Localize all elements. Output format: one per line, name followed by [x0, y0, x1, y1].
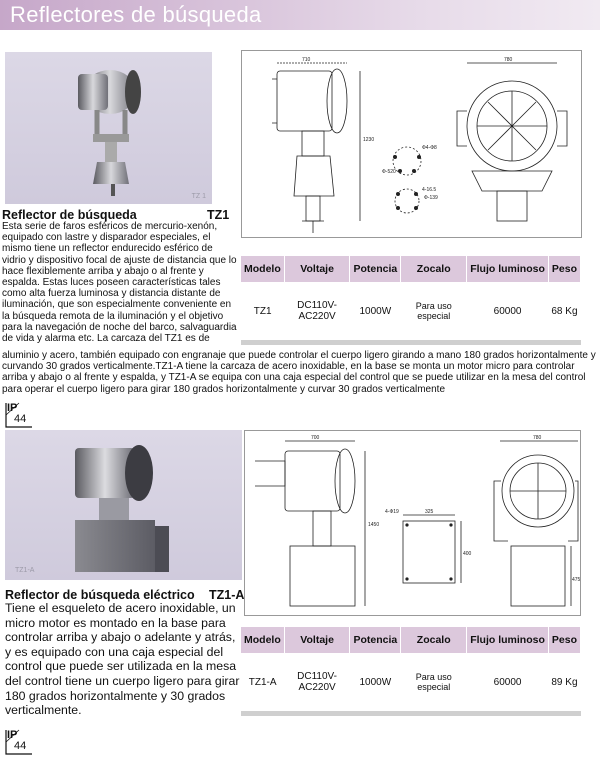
searchlight-photo-illustration [75, 445, 169, 572]
dim-top-front: 780 [533, 435, 542, 441]
dim-b: 325 [425, 509, 434, 515]
ip-rating-badge: IP 44 [5, 729, 33, 755]
ip-rating-badge: IP 44 [5, 402, 33, 428]
product-code: TZ1 [207, 208, 230, 222]
ip-label: IP [7, 729, 18, 741]
ip-value: 44 [14, 413, 27, 425]
col-modelo: Modelo [241, 627, 285, 653]
cell-modelo: TZ1 [241, 282, 285, 340]
dim-d: 475 [572, 577, 580, 583]
col-peso: Peso [548, 256, 582, 282]
col-flujo: Flujo luminoso [466, 256, 549, 282]
cell-zocalo: Para uso especial [400, 282, 467, 340]
technical-drawing-tz1: 710 780 1230 Ф4-Ф8 Ф-520 4-16.5 Ф-139 [241, 50, 582, 238]
dim-a: 4-Ф19 [385, 509, 399, 515]
ip-label: IP [7, 402, 18, 414]
cell-modelo: TZ1-A [241, 653, 285, 711]
dimension-drawing: 710 780 1230 Ф4-Ф8 Ф-520 4-16.5 Ф-139 [272, 57, 568, 233]
cell-flujo: 60000 [466, 282, 549, 340]
product-description-wrapped: Esta serie de faros esféricos de mercuri… [2, 221, 237, 345]
ip-badge-frame [5, 402, 32, 428]
cell-potencia: 1000W [349, 653, 401, 711]
technical-drawing-tz1a: 700 780 1450 4-Ф19 325 400 475 [244, 430, 581, 616]
dim-w1: Ф4-Ф8 [422, 145, 437, 151]
cell-zocalo: Para uso especial [400, 653, 467, 711]
product-photo-tz1: TZ 1 [5, 52, 212, 204]
product-description: Tiene el esqueleto de acero inoxidable, … [5, 601, 240, 718]
cell-flujo: 60000 [466, 653, 549, 711]
cell-potencia: 1000W [349, 282, 401, 340]
col-zocalo: Zocalo [400, 627, 468, 653]
ip-value: 44 [14, 740, 27, 752]
col-voltaje: Voltaje [284, 627, 351, 653]
col-zocalo: Zocalo [400, 256, 468, 282]
spec-table-tz1a: Modelo Voltaje Potencia Zocalo Flujo lum… [241, 627, 582, 716]
col-flujo: Flujo luminoso [466, 627, 549, 653]
dim-top-side: 700 [311, 435, 320, 441]
photo-label: TZ1-A [15, 567, 35, 574]
spec-header-row: Modelo Voltaje Potencia Zocalo Flujo lum… [241, 256, 582, 282]
dimension-drawing: 700 780 1450 4-Ф19 325 400 475 [255, 435, 581, 607]
cell-voltaje: DC110V-AC220V [284, 282, 350, 340]
cell-peso: 89 Kg [548, 653, 581, 711]
product-code: TZ1-A [209, 588, 245, 602]
searchlight-photo-illustration [78, 70, 141, 196]
dim-height: 1230 [363, 137, 374, 143]
product-description-full: aluminio y acero, también equipado con e… [2, 350, 596, 395]
page-title: Reflectores de búsqueda [10, 2, 262, 27]
photo-label: TZ 1 [191, 193, 206, 200]
spec-table-tz1: Modelo Voltaje Potencia Zocalo Flujo lum… [241, 256, 582, 345]
spec-header-row: Modelo Voltaje Potencia Zocalo Flujo lum… [241, 627, 582, 653]
dim-top-side: 710 [302, 57, 311, 63]
col-potencia: Potencia [349, 256, 402, 282]
dim-w2: Ф-520 [382, 169, 396, 175]
product-title: Reflector de búsqueda eléctrico [5, 588, 195, 602]
table-row: TZ1-A DC110V-AC220V 1000W Para uso espec… [241, 653, 581, 711]
col-potencia: Potencia [349, 627, 402, 653]
page-header: Reflectores de búsqueda [0, 0, 600, 30]
dim-top-front: 780 [504, 57, 513, 63]
table-bottom-border [241, 340, 581, 345]
col-voltaje: Voltaje [284, 256, 351, 282]
cell-voltaje: DC110V-AC220V [284, 653, 350, 711]
dim-c: 400 [463, 551, 472, 557]
table-bottom-border [241, 711, 581, 716]
table-row: TZ1 DC110V-AC220V 1000W Para uso especia… [241, 282, 581, 340]
dim-w3: 4-16.5 [422, 187, 436, 193]
col-peso: Peso [548, 627, 582, 653]
cell-peso: 68 Kg [548, 282, 581, 340]
dim-height: 1450 [368, 522, 379, 528]
product-title: Reflector de búsqueda [2, 208, 137, 222]
dim-w4: Ф-139 [424, 195, 438, 201]
col-modelo: Modelo [241, 256, 285, 282]
product-photo-tz1a: TZ1-A [5, 430, 242, 580]
ip-badge-frame [5, 729, 32, 755]
